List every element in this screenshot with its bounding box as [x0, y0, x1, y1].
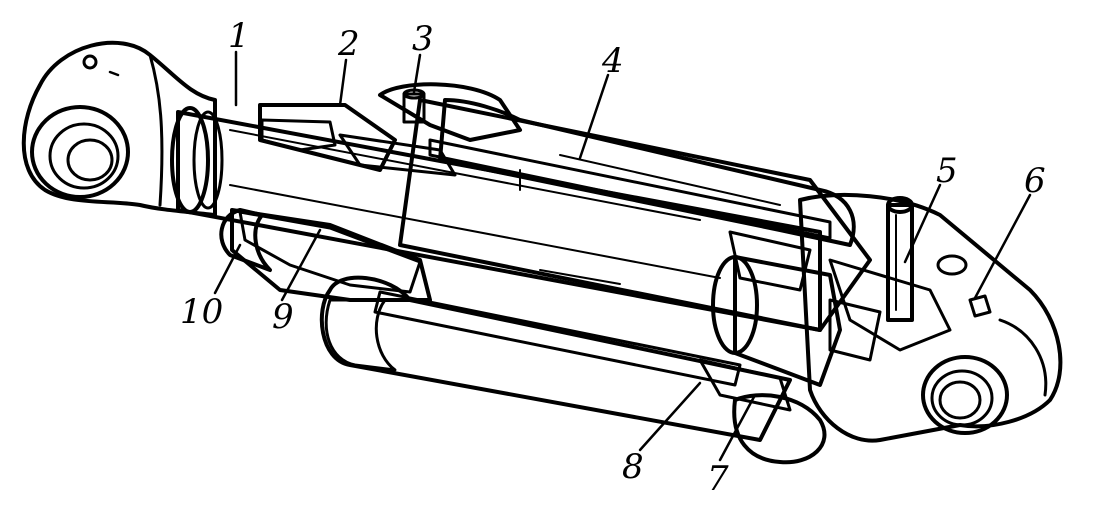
leader-lines — [213, 50, 1032, 462]
callout-3: 3 — [412, 19, 434, 59]
callout-9: 9 — [272, 297, 294, 337]
callout-labels: 1 2 3 4 5 6 7 8 9 10 — [180, 16, 1046, 499]
mounting-collar-top — [338, 82, 522, 177]
callout-2: 2 — [337, 24, 360, 64]
front-head — [230, 103, 432, 302]
callout-4: 4 — [601, 41, 624, 81]
callout-7: 7 — [707, 459, 729, 499]
callout-8: 8 — [622, 447, 644, 487]
callout-1: 1 — [228, 16, 250, 56]
callout-6: 6 — [1024, 161, 1046, 201]
mounting-collar-bottom — [219, 208, 827, 465]
callout-5: 5 — [936, 151, 958, 191]
rod-eye-left — [21, 40, 217, 217]
cylinder-barrel-lower — [319, 275, 792, 442]
cylinder-barrel — [398, 98, 872, 332]
valve-pin — [886, 196, 914, 322]
piston — [698, 230, 842, 412]
callout-10: 10 — [180, 292, 223, 332]
